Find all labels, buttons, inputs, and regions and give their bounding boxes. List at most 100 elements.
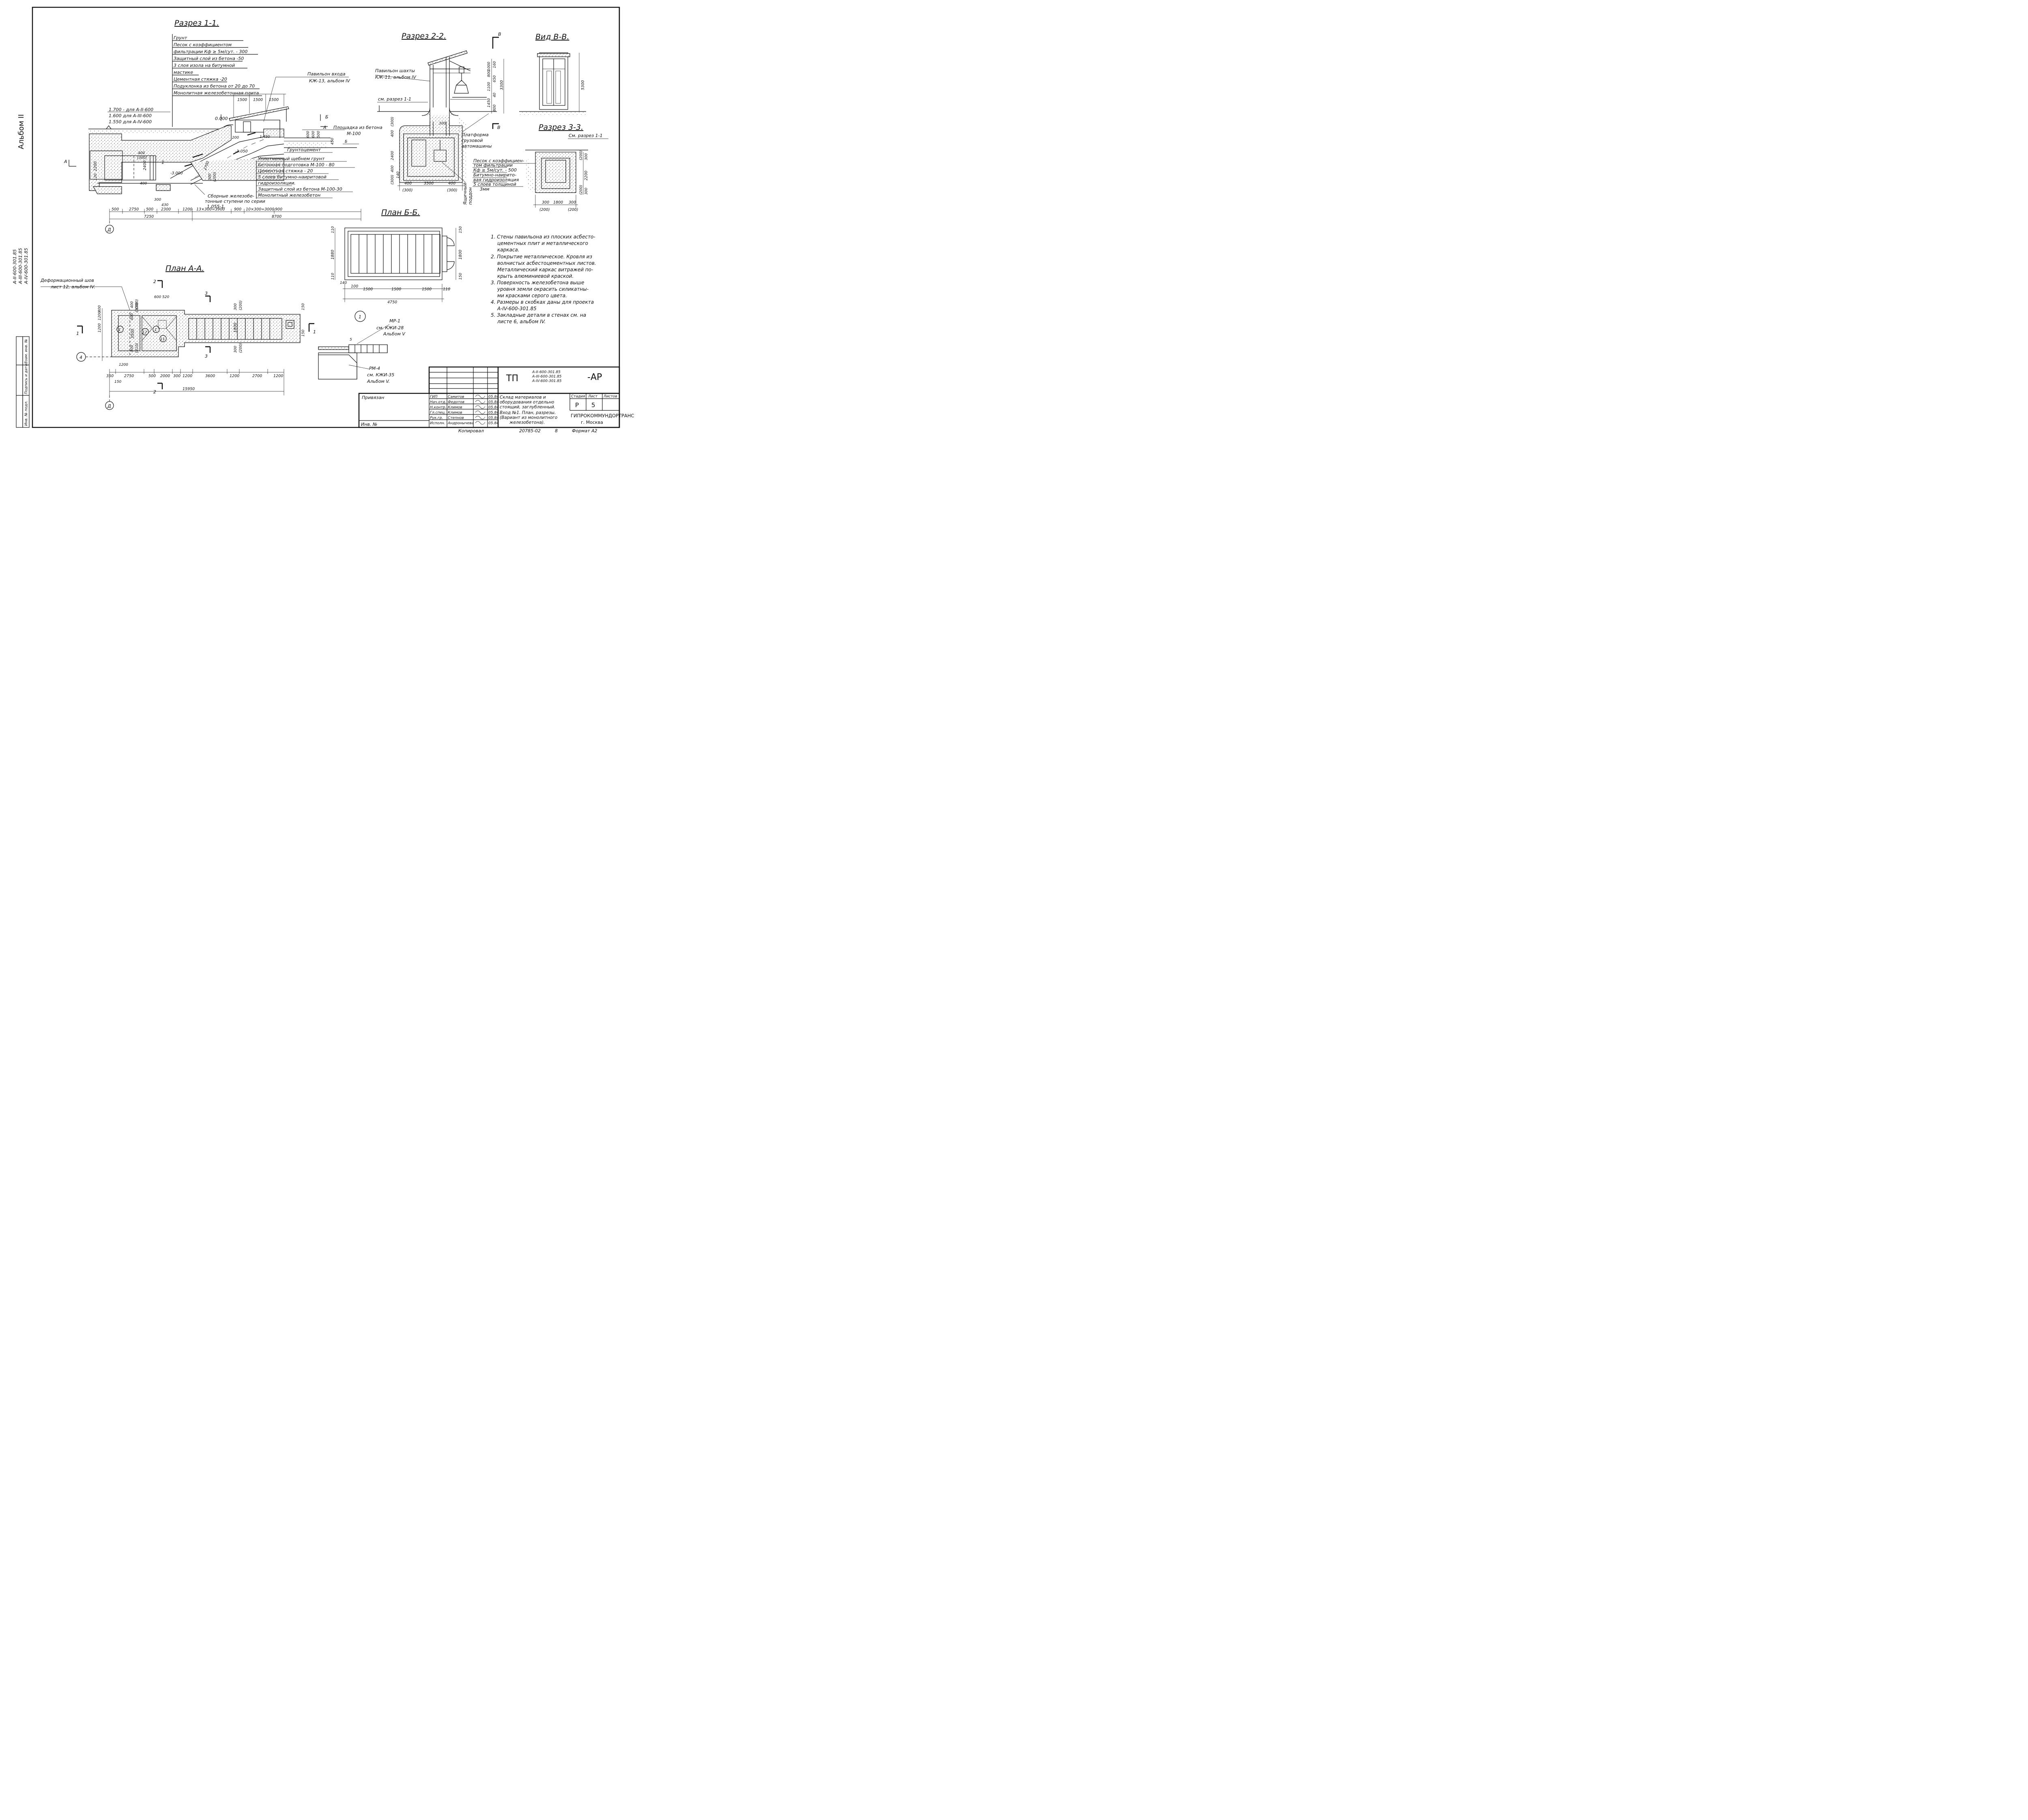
tb-name-4: Климов	[448, 411, 462, 415]
note-line-1: 1. Стены павильона из плоских асбесто-	[491, 234, 595, 240]
dim-pbb-1500b: 1500	[391, 287, 401, 292]
notes: 1. Стены павильона из плоских асбесто- ц…	[491, 234, 596, 324]
dim-b-steps1: 13×300=3900	[196, 207, 225, 212]
stamp-inventory-label: Инв. № подл.	[24, 401, 28, 426]
dim-aa-300-bot: 300	[234, 346, 238, 353]
dim-b22-300b: (300)	[447, 188, 458, 193]
tb-desc-4: Вход №1. План, разрезы.	[500, 410, 556, 415]
dim-b-2300: 2300	[161, 207, 171, 212]
dim-r-160: 160	[493, 61, 497, 68]
layer33-3: Кф ≥ 5м/сут. - 500	[473, 167, 517, 173]
dim-aa-b2000: 2000	[160, 374, 170, 378]
dim-b22-300a: (300)	[402, 188, 413, 193]
rm4-album: Альбом V.	[367, 379, 390, 384]
dim-l-400b: 400	[391, 165, 395, 172]
drawing-canvas: Взам. инв. № Подпись и дата Инв. № подл.…	[12, 6, 634, 434]
plan-outline	[111, 310, 301, 357]
dim-pbb-110a: 110	[331, 226, 335, 233]
steps-callout-1: Сборные железобе-	[208, 193, 254, 199]
side-code-3: А-IV-600-301.85	[24, 248, 29, 284]
dim-l-400: 400	[391, 130, 395, 137]
axis-d-label: Д	[107, 227, 111, 232]
section-2-2-title: Разрез 2-2.	[402, 32, 446, 41]
dim-300-shaft: 300	[439, 122, 446, 126]
dim-l-2400: 2400	[391, 151, 395, 160]
dim-pbb-110: 110	[443, 287, 450, 292]
tb-suffix: -АР	[587, 372, 602, 382]
note-line-2: цементных плит и металлического	[497, 240, 588, 246]
dim-b-1200: 1200	[183, 207, 192, 212]
dim-33-200a: (200)	[579, 150, 583, 160]
truck-platform-3: автомашины	[462, 144, 492, 149]
tb-signatures	[475, 395, 486, 425]
joint-callout-1: Деформационный шов	[40, 278, 94, 283]
mark-aa-12: 12	[142, 331, 147, 335]
dim-300-stair: 300	[208, 174, 212, 180]
tb-code-2: А-III-600-301.85	[532, 375, 562, 379]
dim-500: 500	[317, 131, 321, 138]
dim-400-bottom: 400	[140, 182, 147, 186]
tb-copied: Копировал	[458, 428, 484, 434]
layer-bottom-3: Цементная стяжка - 20	[258, 168, 313, 174]
dim-33-200b: (200)	[579, 185, 583, 195]
note-line-6: Металлический каркас витражей по-	[497, 267, 593, 273]
side-code-1: А-II-600-301.85	[12, 249, 17, 284]
mark-2-bottom: 2	[153, 389, 156, 395]
dim-aa-l1200: 1200	[98, 311, 102, 320]
dim-33-300b: 300	[584, 188, 589, 195]
plan-a-a-title: План А-А.	[165, 264, 204, 273]
dim-aa-b300: 300	[173, 374, 180, 378]
dim-400-top: 400	[138, 151, 145, 155]
mark-a-right: А	[323, 125, 327, 130]
tb-role-4: Гл.спец.	[430, 411, 446, 415]
tb-desc-1: Склад материалов и	[500, 395, 546, 400]
mark-aa-1b: 1	[155, 328, 157, 332]
tb-desc-2: оборудования отдельно	[500, 400, 554, 405]
side-code-2: А-III-600-301.85	[18, 248, 23, 284]
dim-aa-l400c: 400	[130, 345, 134, 352]
section-3-3-title: Разрез 3-3.	[539, 123, 583, 132]
axis-d2-marker	[105, 401, 114, 410]
rm4-ref: см. КЖИ-35	[367, 372, 394, 378]
joint-callout-2: лист 12, альбом IV.	[50, 284, 95, 290]
note-line-4: 2. Покрытие металлическое. Кровля из	[491, 254, 592, 260]
dim-aa-300p: (300)	[135, 299, 139, 309]
dim-aa-b1200a: 1200	[183, 374, 192, 378]
tb-desc-3: стоящий, заглубленный.	[500, 405, 555, 410]
layer33-1: Песок с коэффициен-	[473, 158, 524, 163]
dim-450: 450	[331, 138, 335, 145]
dim-aa-l400b: 400	[130, 313, 134, 320]
truck-platform-2: грузовой	[462, 138, 483, 143]
tb-org: ГИПРОКОММУНДОРТРАНС	[571, 413, 634, 419]
mark-aa-11: 11	[160, 337, 165, 341]
mark-minus-3000: -3.000	[170, 171, 183, 176]
dim-aa-200p-top: (200)	[239, 300, 243, 310]
mp1-ref: см. КЖИ-28	[376, 325, 404, 331]
dim-aa-b500: 500	[148, 374, 156, 378]
layer-bottom-6: Защитный слой из бетона М-100-30	[258, 187, 342, 192]
plan-a-a: План А-А. Деформационный шов лист 12, ал…	[40, 264, 316, 410]
tb-city: г. Москва	[581, 420, 603, 425]
dim-aa-300p-b: (300)	[135, 303, 139, 312]
layer-bottom-1: Уплотненный щебнем грунт	[258, 156, 325, 161]
axis-4-label: 4	[79, 355, 82, 360]
shaft-outline	[399, 107, 463, 183]
mark-3-bottom: 3	[205, 354, 208, 359]
dim-r-800: 800	[487, 70, 491, 77]
layer-label-screed: Цементная стяжка -20	[174, 77, 227, 82]
pavilion-roof	[229, 106, 289, 121]
section-1-1: Разрез 1-1. Грунт Песок с коэффициентом …	[64, 19, 382, 234]
gruntocement-label: Грунтоцемент	[287, 147, 321, 152]
note-line-9: уровня земли окрасить силикатны-	[497, 286, 589, 292]
dim-pbb-4750: 4750	[387, 300, 397, 305]
tb-date-1: 05.84	[488, 395, 499, 399]
dim-pbb-1500a: 1500	[363, 287, 373, 292]
platform-callout-2: М-100	[347, 131, 361, 136]
level-a2: 1.700 - для А-II-600	[109, 107, 153, 112]
tb-privyazan: Привязан	[362, 395, 384, 400]
tb-role-3: Н.контр.	[430, 406, 446, 410]
dim-r-40: 40	[493, 92, 497, 97]
layer33-7: 3мм	[480, 187, 490, 192]
layer-bottom-7: Монолитный железобетон	[258, 193, 320, 198]
dim-aa-1800: 1800	[233, 323, 238, 333]
